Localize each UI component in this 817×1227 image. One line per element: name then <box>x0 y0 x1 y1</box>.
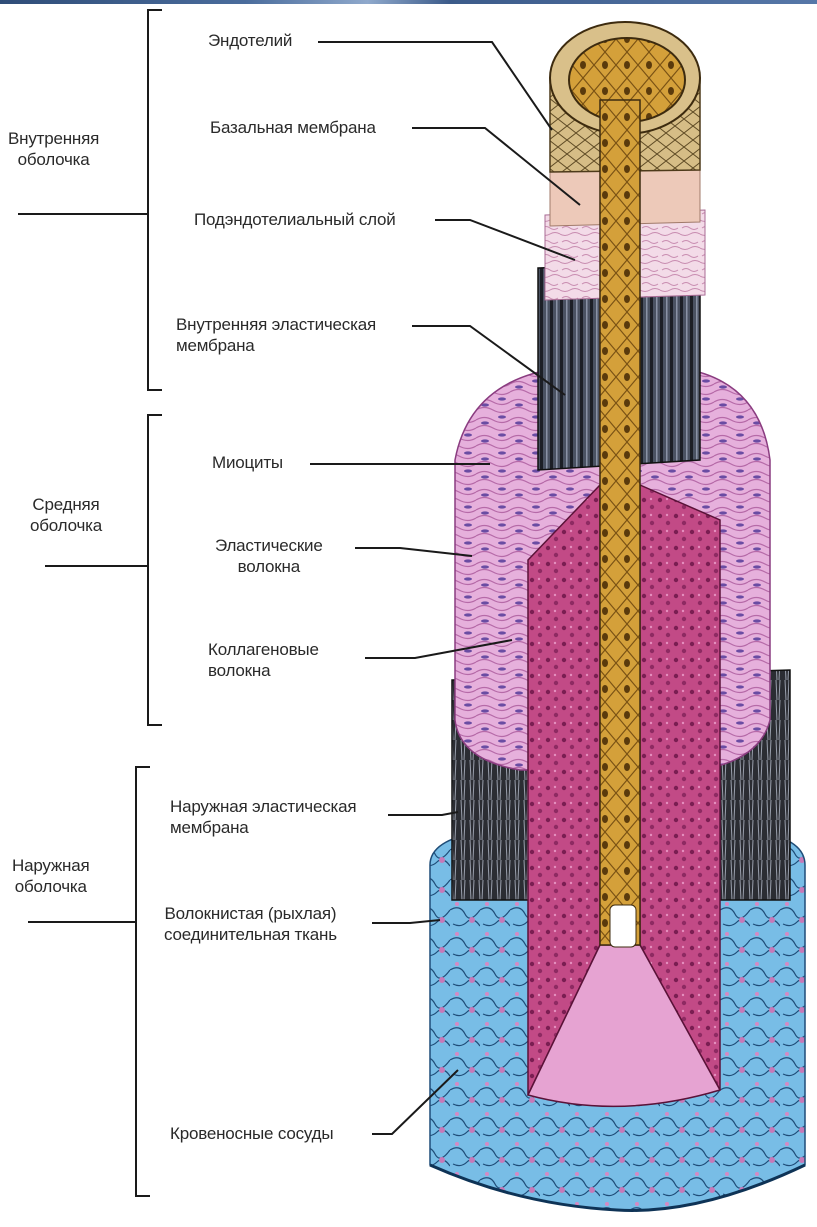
leader-external-elastic <box>388 812 458 815</box>
vessel-lumen <box>600 100 640 947</box>
label-myocytes: Миоциты <box>212 452 283 473</box>
label-internal-elastic-membrane: Внутренняя эластическая мембрана <box>176 314 376 356</box>
label-collagen-fibers: Коллагеновые волокна <box>208 639 319 681</box>
group-label-outer-tunic: Наружная оболочка <box>12 855 90 897</box>
group-label-middle-tunic: Средняя оболочка <box>30 494 102 536</box>
label-subendothelial-layer: Подэндотелиальный слой <box>194 209 396 230</box>
label-endothelium: Эндотелий <box>208 30 292 51</box>
bracket-middle-tunic <box>45 415 162 725</box>
bracket-outer-tunic <box>28 767 150 1196</box>
label-basal-membrane: Базальная мембрана <box>210 117 376 138</box>
group-label-inner-tunic: Внутренняя оболочка <box>8 128 99 170</box>
bracket-inner-tunic <box>18 10 162 390</box>
label-elastic-fibers: Эластические волокна <box>215 535 323 577</box>
label-loose-connective-tissue: Волокнистая (рыхлая) соединительная ткан… <box>164 903 337 945</box>
label-external-elastic-membrane: Наружная эластическая мембрана <box>170 796 356 838</box>
label-blood-vessels: Кровеносные сосуды <box>170 1123 333 1144</box>
